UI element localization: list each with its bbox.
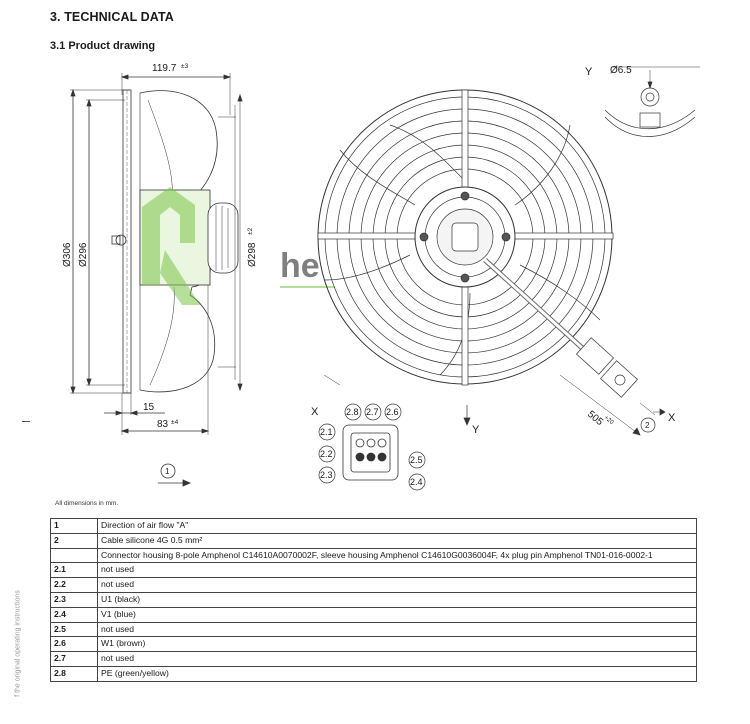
pin-2-1: 2.1	[320, 427, 333, 437]
subsection-title: 3.1 Product drawing	[50, 40, 156, 52]
row-description: U1 (black)	[97, 591, 697, 608]
row-number: 2.1	[50, 562, 98, 579]
row-description: not used	[97, 651, 697, 667]
connector-pin-callouts: 2.1 2.2 2.3 2.4 2.5 2.6 2.7 2.8 X	[311, 403, 426, 491]
detail-y-label: Y	[585, 66, 593, 78]
pin-2-2: 2.2	[320, 449, 333, 459]
product-drawing: 119.7 ±3 Ø306 Ø296 Ø298 ±2 15 83 ±4 1 he	[62, 63, 700, 491]
row-number: 1	[50, 518, 98, 534]
dimensions-note: All dimensions in mm.	[55, 500, 119, 507]
watermark-logo: he	[142, 187, 335, 305]
inner-dia-label: Ø296	[78, 242, 89, 267]
pin-2-7: 2.7	[366, 407, 379, 417]
airflow-callout: 1	[165, 467, 170, 476]
row-description: not used	[97, 577, 697, 593]
guard-dia-tol: ±2	[247, 227, 254, 235]
cable-length-tol: +20	[603, 415, 615, 427]
detail-y	[604, 66, 700, 137]
front-view-labels: 505 +20 2 X Y	[472, 409, 676, 436]
row-description: Connector housing 8-pole Amphenol C14610…	[97, 547, 697, 564]
table-row: Connector housing 8-pole Amphenol C14610…	[50, 547, 697, 564]
row-description: Direction of air flow "A"	[97, 518, 697, 534]
pin-2-6: 2.6	[386, 407, 399, 417]
section-title: 3. TECHNICAL DATA	[50, 10, 174, 24]
y-arrow-label: Y	[472, 424, 480, 436]
row-description: Cable silicone 4G 0.5 mm²	[97, 532, 697, 549]
row-description: W1 (brown)	[97, 636, 697, 653]
detail-x-label: X	[311, 406, 319, 418]
side-view-labels: 119.7 ±3 Ø306 Ø296 Ø298 ±2 15 83 ±4 1	[62, 63, 258, 476]
row-description: not used	[97, 621, 697, 638]
row-number: 2.2	[50, 577, 98, 593]
watermark-text: he	[280, 247, 320, 285]
row-description: not used	[97, 562, 697, 579]
row-number: 2.3	[50, 591, 98, 608]
front-view	[317, 89, 666, 436]
pin-2-3: 2.3	[320, 470, 333, 480]
row-number: 2.7	[50, 651, 98, 667]
pin-2-8: 2.8	[346, 407, 359, 417]
row-description: PE (green/yellow)	[97, 665, 697, 682]
row-number: 2.6	[50, 636, 98, 653]
margin-mark	[22, 421, 30, 422]
hole-dia-label: Ø6.5	[610, 65, 632, 76]
side-margin-text: f the original operating instructions	[14, 590, 22, 697]
pin-2-5: 2.5	[410, 455, 423, 465]
row-description: V1 (blue)	[97, 606, 697, 623]
guard-dia-label: Ø298	[247, 242, 258, 267]
motor-depth-label: 83	[157, 419, 169, 430]
row-number: 2.5	[50, 621, 98, 638]
motor-depth-tol: ±4	[171, 419, 179, 426]
depth-dim-tol: ±3	[181, 63, 189, 70]
outer-dia-label: Ø306	[62, 242, 73, 267]
cable-callout: 2	[645, 421, 650, 430]
connector-detail	[323, 374, 399, 481]
x-arrow-label: X	[668, 412, 676, 424]
row-number: 2	[50, 532, 98, 549]
row-number: 2.8	[50, 665, 98, 682]
row-number: 2.4	[50, 606, 98, 623]
depth-dim-label: 119.7	[152, 63, 177, 74]
row-number	[50, 547, 98, 564]
pin-2-4: 2.4	[410, 477, 423, 487]
offset-dim-label: 15	[143, 402, 155, 413]
detail-y-labels: Y Ø6.5	[585, 65, 632, 78]
